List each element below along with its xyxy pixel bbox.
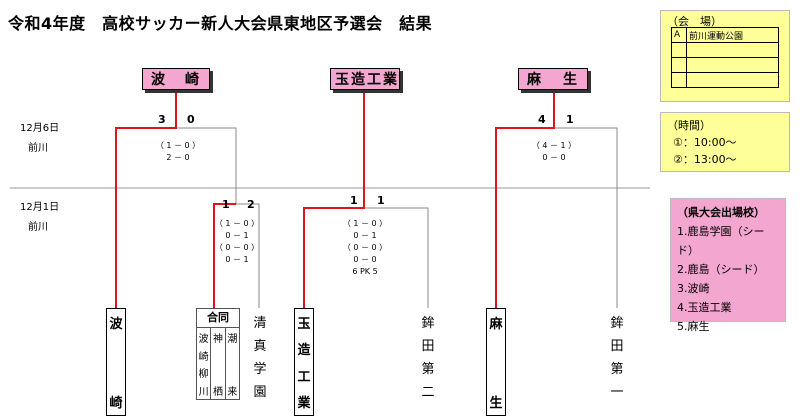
joint-header: 合同 (197, 309, 239, 328)
m4-detail: （ 1 － 0 ） 0 － 1 （ 0 － 0 ） 0 － 0 6 PK 5 (342, 219, 388, 276)
first-round-venue: 前川 (28, 222, 48, 233)
team-joint: 合同 波 崎 柳 川 神 栖 潮 来 (196, 308, 240, 400)
qualifier-3: 3.波崎 (677, 282, 710, 295)
m4-score-right: 1 (377, 194, 385, 207)
qualifiers-label: （県大会出場校） (677, 206, 765, 219)
m3-score-left: 1 (222, 198, 230, 211)
qualifier-1: 1.鹿島学園（シード） (677, 225, 765, 257)
joint-col-itako: 潮 来 (227, 334, 238, 398)
m2-score-left: 4 (538, 113, 546, 126)
m1-detail: （ 1 － 0 ） 2 － 0 (155, 141, 201, 162)
time-box: （時間） ①：10:00～ ②：13:00～ (660, 112, 790, 172)
team-hokota1: 鉾 田 第 一 (610, 316, 624, 400)
joint-col-hasaki-yanagawa: 波 崎 柳 川 (197, 328, 212, 400)
first-round-date: 12月1日 (20, 202, 60, 213)
page-title: 令和4年度 高校サッカー新人大会県東地区予選会 結果 (8, 14, 433, 33)
qualifier-4: 4.玉造工業 (677, 301, 732, 314)
team-hokota2: 鉾 田 第 二 (421, 316, 435, 400)
final-round-venue: 前川 (28, 143, 48, 154)
qualifier-5: 5.麻生 (677, 320, 710, 333)
team-tamatsukuri: 玉 造 工 業 (294, 308, 314, 416)
qualifier-2: 2.鹿島（シード） (677, 263, 765, 276)
winner-tamatsukuri: 玉 造 工 業 (330, 68, 400, 90)
m1-score-left: 3 (158, 113, 166, 126)
final-round-date: 12月6日 (20, 123, 60, 134)
team-hasaki: 波 崎 (106, 308, 126, 416)
qualifiers-box: （県大会出場校） 1.鹿島学園（シード） 2.鹿島（シード） 3.波崎 4.玉造… (670, 198, 786, 333)
m1-score-right: 0 (187, 113, 195, 126)
m2-score-right: 1 (566, 113, 574, 126)
winner-aso: 麻 生 (518, 68, 588, 90)
venue-label: （会 場） (667, 15, 722, 28)
m2-detail: （ 4 － 1 ） 0 － 0 (531, 141, 577, 162)
winner-hasaki: 波 崎 (142, 68, 210, 90)
team-aso: 麻 生 (486, 308, 506, 416)
m3-detail: （ 1 － 0 ） 0 － 1 （ 0 － 0 ） 0 － 1 (214, 219, 260, 264)
team-seishin: 清 真 学 園 (253, 316, 267, 400)
time-slot-2: ②：13:00～ (673, 153, 737, 166)
m3-score-right: 2 (247, 198, 255, 211)
time-slot-1: ①：10:00～ (673, 136, 737, 149)
time-label: （時間） (667, 119, 711, 132)
joint-col-kamisu: 神 栖 (211, 328, 226, 400)
m4-score-left: 1 (350, 194, 358, 207)
